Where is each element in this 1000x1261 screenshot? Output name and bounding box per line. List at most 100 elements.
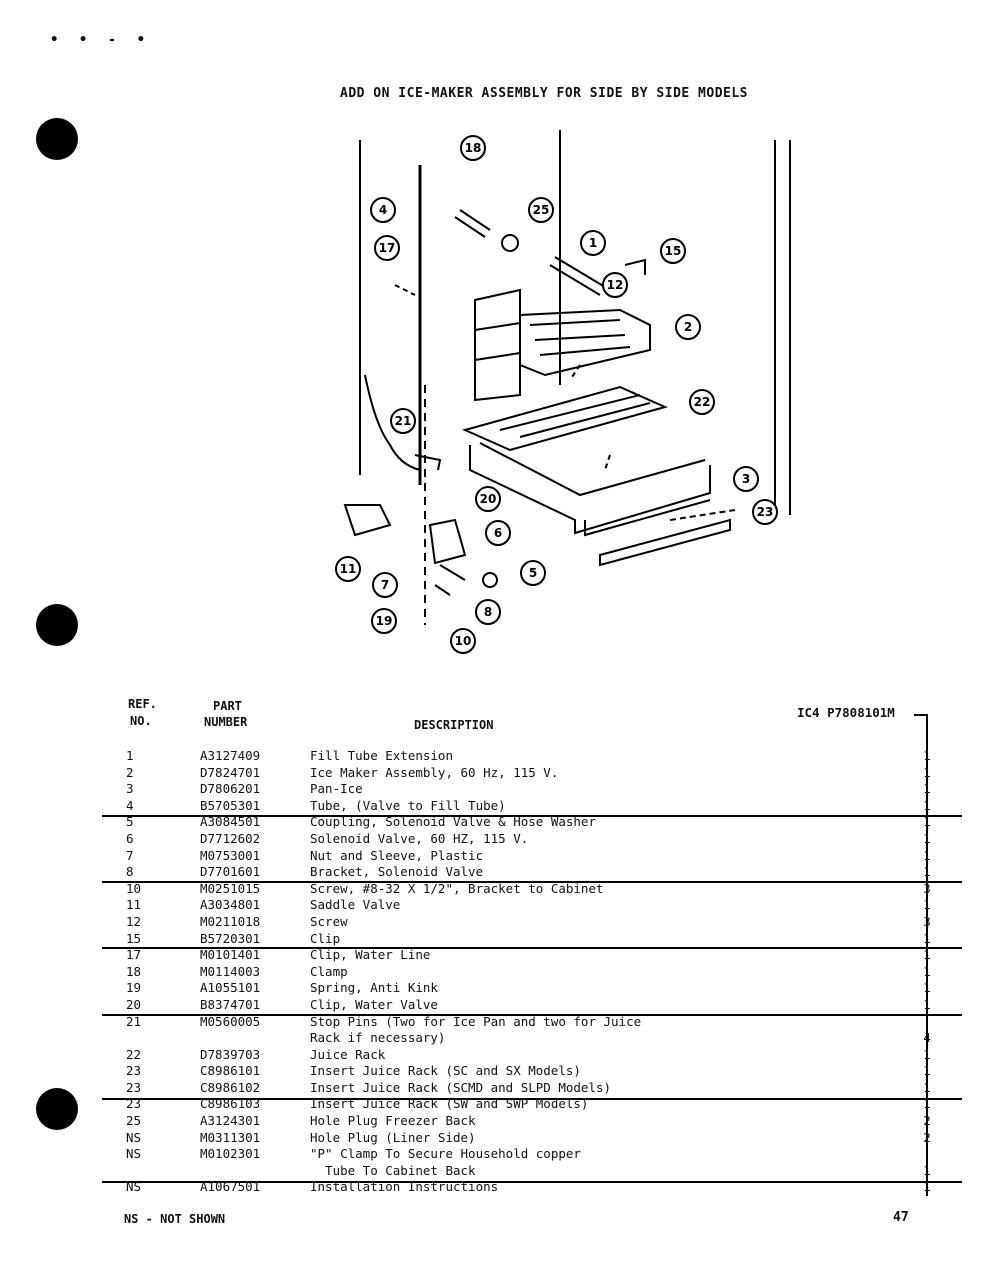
description: Solenoid Valve, 60 HZ, 115 V. — [310, 830, 529, 846]
description: Screw, #8-32 X 1/2", Bracket to Cabinet — [310, 880, 604, 896]
part-number: C8986102 — [200, 1079, 261, 1095]
part-number: C8986101 — [200, 1063, 261, 1079]
part-number: A3034801 — [200, 897, 261, 913]
quantity: 1 — [923, 963, 931, 979]
quantity: 1 — [923, 830, 931, 846]
table-row: 20 B8374701 Clip, Water Valve 1 — [120, 997, 940, 1014]
table-row: NS M0311301 Hole Plug (Liner Side) 2 — [120, 1130, 940, 1147]
description: Coupling, Solenoid Valve & Hose Washer — [310, 814, 596, 830]
description: Tube, (Valve to Fill Tube) — [310, 797, 506, 813]
part-number: A1067501 — [200, 1179, 261, 1195]
callout-15: 15 — [665, 244, 682, 258]
ref-number: 5 — [126, 814, 134, 830]
ref-number: NS — [126, 1129, 142, 1145]
ref-number: 21 — [126, 1013, 142, 1029]
part-number: B5705301 — [200, 797, 261, 813]
part-number: M0251015 — [200, 880, 261, 896]
ref-number: 25 — [126, 1113, 142, 1129]
quantity: 1 — [923, 1179, 931, 1195]
callout-1: 1 — [589, 236, 597, 250]
quantity: 2 — [923, 1129, 931, 1145]
separator-rule — [102, 1014, 962, 1016]
ref-number: 3 — [126, 781, 134, 797]
callout-22: 22 — [694, 395, 711, 409]
part-number: M0560005 — [200, 1013, 261, 1029]
description: Ice Maker Assembly, 60 Hz, 115 V. — [310, 764, 559, 780]
not-shown-note: NS - NOT SHOWN — [124, 1212, 226, 1226]
ref-number: 20 — [126, 996, 142, 1012]
part-number: D7712602 — [200, 830, 261, 846]
description: Hole Plug Freezer Back — [310, 1113, 476, 1129]
quantity: 1 — [923, 864, 931, 880]
part-number: M0311301 — [200, 1129, 261, 1145]
callout-20: 20 — [480, 492, 497, 506]
callout-19: 19 — [376, 614, 393, 628]
description: Screw — [310, 913, 348, 929]
description: Pan-Ice — [310, 781, 363, 797]
callout-10: 10 — [455, 634, 472, 648]
description: Clip, Water Line — [310, 947, 431, 963]
scan-marks: • • - • — [50, 32, 152, 48]
part-number: M0114003 — [200, 963, 261, 979]
separator-rule — [102, 815, 962, 817]
quantity: 3 — [923, 913, 931, 929]
description: Tube To Cabinet Back — [310, 1162, 476, 1178]
header-part: PART — [213, 699, 242, 713]
ref-number: NS — [126, 1179, 142, 1195]
ref-number: 11 — [126, 897, 142, 913]
description: Saddle Valve — [310, 897, 401, 913]
ref-number: 4 — [126, 797, 134, 813]
ref-number: 22 — [126, 1046, 142, 1062]
quantity: 1 — [923, 996, 931, 1012]
page-number: 47 — [893, 1210, 909, 1225]
table-row: 6 D7712602 Solenoid Valve, 60 HZ, 115 V. 1 — [120, 831, 940, 848]
description: Insert Juice Rack (SCMD and SLPD Models) — [310, 1079, 612, 1095]
description: Hole Plug (Liner Side) — [310, 1129, 476, 1145]
description: Clip, Water Valve — [310, 996, 438, 1012]
part-number: B8374701 — [200, 996, 261, 1012]
part-number: D7824701 — [200, 764, 261, 780]
quantity: 1 — [923, 930, 931, 946]
header-part-number: NUMBER — [204, 715, 248, 729]
quantity: 1 — [923, 847, 931, 863]
separator-rule — [102, 947, 962, 949]
bracket-top — [914, 714, 928, 716]
separator-rule — [102, 881, 962, 883]
quantity: 1 — [923, 748, 931, 763]
description: Fill Tube Extension — [310, 748, 453, 763]
part-number: A3084501 — [200, 814, 261, 830]
callout-6: 6 — [494, 526, 502, 540]
quantity: 1 — [923, 1096, 931, 1112]
part-number: M0102301 — [200, 1146, 261, 1162]
ref-number: 12 — [126, 913, 142, 929]
ref-number: 23 — [126, 1063, 142, 1079]
quantity: 1 — [923, 980, 931, 996]
part-number: A3124301 — [200, 1113, 261, 1129]
header-description: DESCRIPTION — [414, 718, 494, 732]
ref-number: 6 — [126, 830, 134, 846]
description: Rack if necessary) — [310, 1030, 446, 1046]
description: Juice Rack — [310, 1046, 386, 1062]
ref-number: 2 — [126, 764, 134, 780]
description: Stop Pins (Two for Ice Pan and two for J… — [310, 1013, 642, 1029]
part-number: M0101401 — [200, 947, 261, 963]
callout-5: 5 — [529, 566, 537, 580]
header-ref: REF. — [128, 697, 157, 711]
part-number: D7839703 — [200, 1046, 261, 1062]
